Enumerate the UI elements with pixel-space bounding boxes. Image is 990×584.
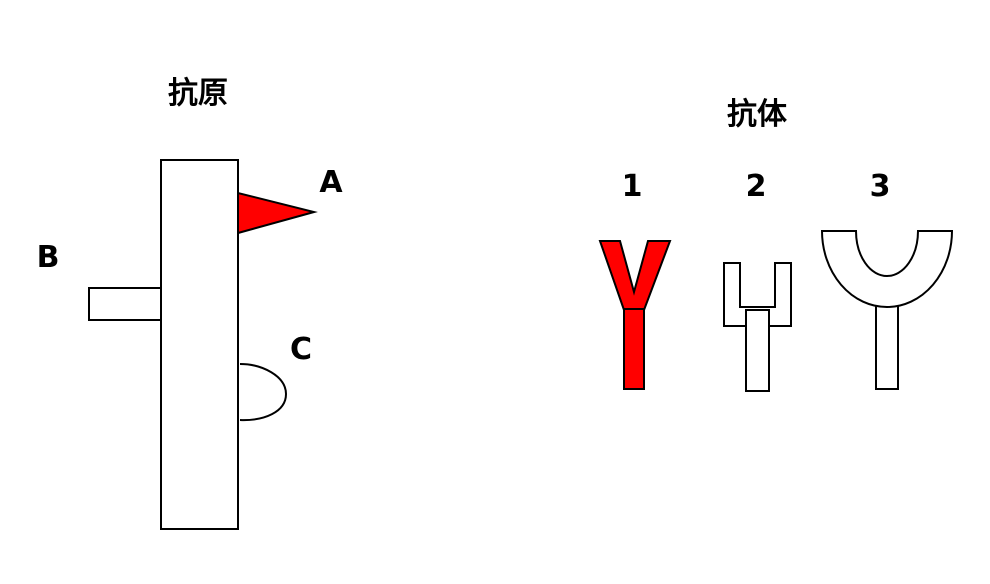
- antibody-3: [820, 230, 954, 390]
- antigen-site-b: [88, 287, 162, 321]
- antigen-label-c: C: [290, 332, 312, 367]
- antibody-label-1: 1: [622, 169, 643, 204]
- antibody-group: 抗体 1 2 3: [598, 97, 954, 392]
- antibody-1-stem: [623, 308, 645, 390]
- antibody-1: [598, 240, 672, 390]
- antibody-2-stem: [745, 309, 770, 392]
- antibody-title: 抗体: [727, 97, 788, 132]
- antigen-site-a: [237, 191, 318, 235]
- antigen-label-a: A: [319, 165, 343, 200]
- antibody-3-arms: [820, 230, 954, 308]
- antigen-body: [160, 159, 239, 530]
- antibody-2: [723, 262, 792, 392]
- antibody-label-3: 3: [870, 169, 891, 204]
- antibody-3-stem: [875, 304, 899, 390]
- antigen-group: 抗原 B A C: [37, 76, 343, 530]
- antigen-label-b: B: [37, 240, 60, 275]
- antibody-1-arms: [598, 240, 672, 311]
- antibody-label-2: 2: [746, 169, 767, 204]
- antigen-title: 抗原: [168, 76, 228, 111]
- antigen-site-c: [239, 363, 288, 422]
